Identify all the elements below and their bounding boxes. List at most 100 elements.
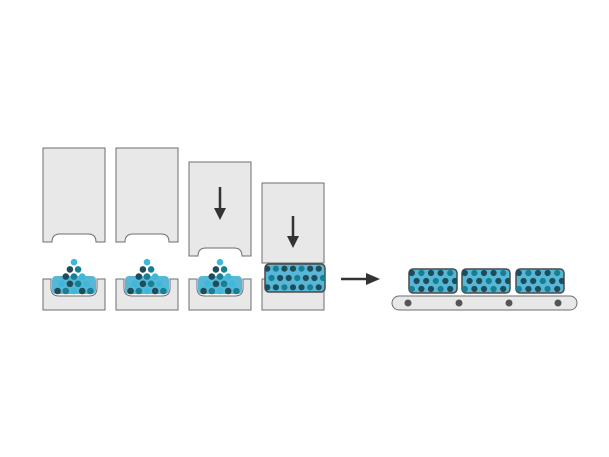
tablet-particle [432, 277, 439, 285]
powder-particle [66, 280, 74, 288]
powder-particle [143, 258, 151, 266]
powder-particle [212, 280, 220, 288]
tablet-particle [462, 285, 468, 293]
tablet-particle [281, 284, 288, 291]
powder-particle [139, 266, 147, 273]
tablet-particle [490, 269, 497, 277]
tablet-particle [265, 284, 271, 291]
tablet-particle [476, 277, 483, 285]
tablet-particle [294, 274, 301, 282]
powder-particle [62, 273, 70, 280]
tablet-particle [277, 274, 284, 282]
tablet-particle [298, 284, 305, 291]
powder-particle [224, 287, 232, 295]
tablet-particle [413, 277, 420, 285]
tablet-particle [554, 269, 561, 277]
powder-particles [200, 258, 240, 295]
powder-particle [139, 280, 147, 288]
tablet-particles [516, 269, 564, 293]
powder-particle [200, 287, 207, 295]
tablet-particle [311, 274, 318, 282]
powder-particle [143, 287, 151, 295]
powder-particle [147, 266, 155, 273]
tablet-particle [520, 277, 527, 285]
tablet-particle [466, 277, 473, 285]
tablet-particle [285, 274, 292, 282]
tablet-particle [539, 277, 546, 285]
tablet-particle [471, 285, 478, 293]
tablet-particle [423, 277, 430, 285]
press-stage-3 [188, 161, 252, 311]
powder-particle [233, 287, 240, 295]
conveyor-frame [391, 295, 578, 311]
roller [404, 299, 412, 307]
tablet-particle [504, 277, 510, 285]
powder-particle [135, 287, 143, 295]
powder-particle [66, 266, 74, 273]
powder-particle [78, 273, 86, 280]
powder-particle [70, 287, 78, 295]
tablet-particle [485, 277, 492, 285]
die-block [188, 278, 252, 311]
tablet-particle [525, 285, 532, 293]
tablet-particles [265, 265, 325, 291]
powder-particle [204, 280, 211, 288]
powder-particle [131, 280, 138, 288]
tablet-particle [319, 274, 325, 282]
tablet-particle [418, 269, 425, 277]
tablet-particle [495, 277, 502, 285]
tablet-particle [471, 269, 478, 277]
tablet-particle [480, 285, 488, 293]
tablet-particle [558, 277, 564, 285]
down-arrow-head [287, 236, 299, 248]
powder-particle [156, 280, 163, 288]
tablet-particle [525, 269, 532, 277]
tablet-particle [289, 284, 297, 291]
press-stage-1 [42, 147, 106, 311]
tablet-particle [490, 285, 497, 293]
upper-punch [42, 147, 106, 243]
tablet-particles [462, 269, 510, 293]
roller [554, 299, 562, 307]
press-stage-2 [115, 147, 179, 311]
powder-particles [127, 258, 167, 295]
tablet-particle [447, 285, 454, 293]
powder-particle [216, 258, 224, 266]
tablet-particle [447, 269, 454, 277]
powder-particle [216, 287, 224, 295]
powder-particle [58, 280, 65, 288]
right-arrow-icon [341, 273, 380, 285]
powder-particle [70, 258, 78, 266]
powder-particle [78, 287, 86, 295]
powder-particle [70, 273, 78, 280]
tablet-particle [500, 285, 507, 293]
powder-particle [220, 280, 228, 288]
tablet-particles [409, 269, 457, 293]
tablet-particle [544, 285, 551, 293]
powder-particle [151, 287, 159, 295]
tablet-particle [554, 285, 561, 293]
tablet-particle [272, 265, 279, 272]
powder-particle [74, 280, 82, 288]
powder-particle [160, 287, 167, 295]
tablet-particle [530, 277, 537, 285]
tablet-particle [265, 265, 271, 272]
down-arrow-head [214, 208, 226, 220]
powder-particle [83, 280, 90, 288]
die-block [42, 278, 106, 311]
powder-particle [143, 273, 151, 280]
powder-particle [54, 287, 61, 295]
tablet-particle [427, 269, 435, 277]
tablet-particle [437, 269, 444, 277]
powder-particle [151, 273, 159, 280]
powder-particle [147, 280, 155, 288]
tablet-particle [298, 265, 305, 272]
roller [455, 299, 463, 307]
powder-particle [208, 273, 216, 280]
die-block [115, 278, 179, 311]
tablet-particle [462, 269, 468, 277]
tablet-particle [437, 285, 444, 293]
tablet-particle [315, 265, 322, 272]
tablet-particle [272, 284, 279, 291]
